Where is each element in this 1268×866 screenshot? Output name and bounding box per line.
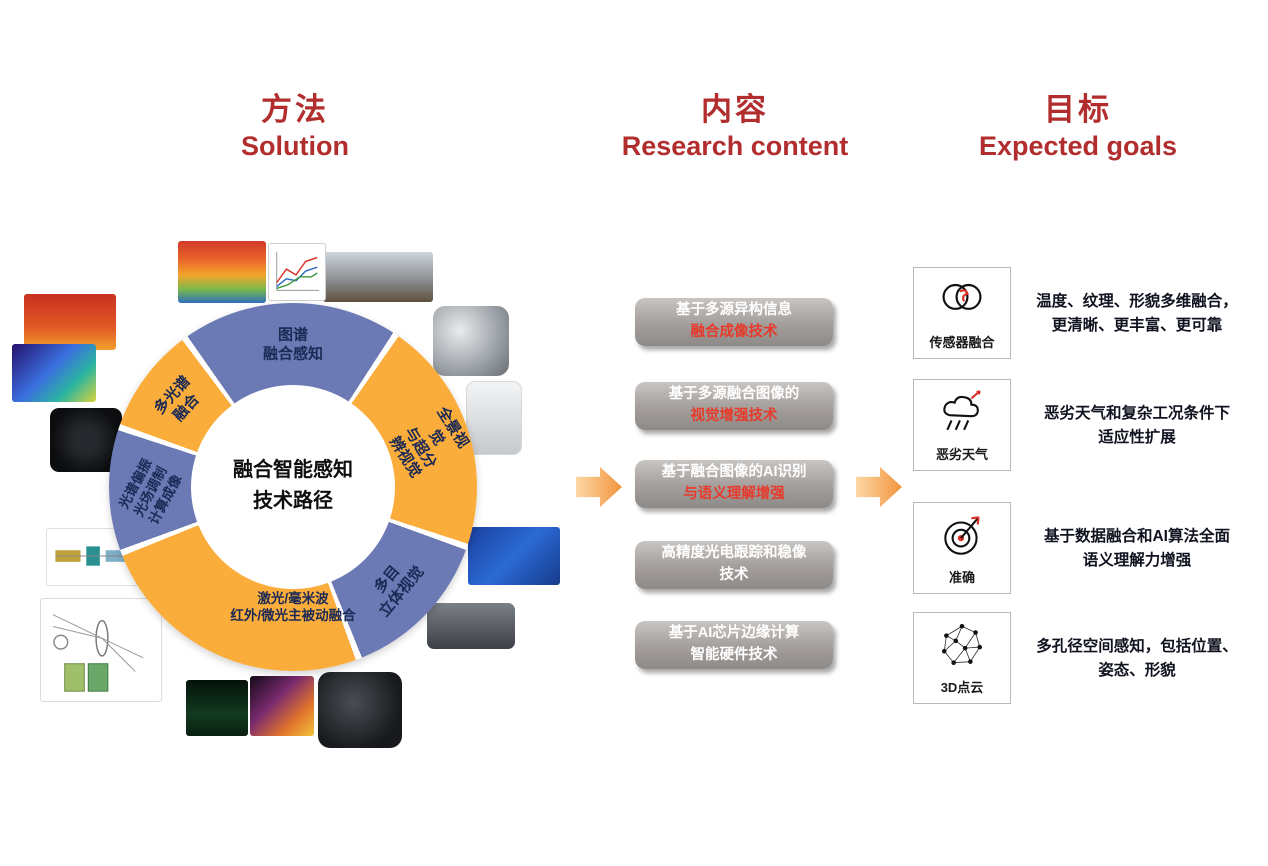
- goals-header-en: Expected goals: [978, 131, 1178, 161]
- research-box-line2: 智能硬件技术: [690, 647, 778, 663]
- research-box-line1: 高精度光电跟踪和稳像: [661, 545, 807, 562]
- gimbal-camera-photo: [318, 672, 402, 748]
- solution-header-en: Solution: [241, 131, 349, 161]
- wheel-hole: [191, 385, 395, 589]
- research-box-line1: 基于多源异构信息: [676, 302, 792, 319]
- content-header-en: Research content: [621, 131, 849, 161]
- research-box-edge-computing-hardware: 基于AI芯片边缘计算 智能硬件技术: [635, 621, 833, 669]
- ring-label-spectrum-fusion: 图谱 融合感知: [262, 326, 324, 362]
- goal-box-bad-weather: 恶劣天气: [913, 379, 1011, 471]
- night-vision-ship-photo: [186, 680, 248, 736]
- goals-header: 目标 Expected goals: [948, 84, 1208, 162]
- arrow-content-to-goals-icon: [856, 466, 902, 508]
- panorama-scene-photo: [323, 252, 433, 302]
- research-box-ai-recognition: 基于融合图像的AI识别 与语义理解增强: [635, 460, 833, 508]
- goal-box-label: 传感器融合: [929, 335, 995, 350]
- depth-blocks-photo: [468, 527, 560, 585]
- content-header: 内容 Research content: [595, 84, 875, 162]
- research-box-vision-enhancement: 基于多源融合图像的 视觉增强技术: [635, 382, 833, 430]
- research-box-line1: 基于AI芯片边缘计算: [668, 625, 800, 642]
- research-box-fusion-imaging: 基于多源异构信息 融合成像技术: [635, 298, 833, 346]
- goal-box-label: 恶劣天气: [935, 447, 988, 462]
- spectral-curves-photo: [268, 243, 326, 301]
- ring-label-laser-mmwave-fusion: 激光/毫米波 红外/微光主被动融合: [230, 591, 356, 623]
- research-box-line1: 基于融合图像的AI识别: [661, 464, 807, 481]
- research-box-tracking-stabilization: 高精度光电跟踪和稳像 技术: [635, 541, 833, 589]
- goal-text-accuracy: 基于数据融合和AI算法全面 语义理解力增强: [1043, 528, 1230, 570]
- goal-box-point-cloud: 3D点云: [913, 612, 1011, 704]
- solution-header-zh: 方法: [261, 92, 329, 127]
- thermal-apples-photo: [24, 294, 116, 350]
- goal-text-point-cloud: 多孔径空间感知，包括位置、 姿态、形貌: [1036, 638, 1238, 680]
- goal-box-sensor-fusion: 传感器融合: [913, 267, 1011, 359]
- goals-header-zh: 目标: [1044, 92, 1112, 127]
- research-box-line2: 视觉增强技术: [690, 408, 778, 424]
- point-cloud-icon: [942, 623, 982, 665]
- goal-box-label: 准确: [948, 570, 975, 585]
- optics-schematic-photo: [40, 598, 162, 702]
- omni-camera-photo: [433, 306, 509, 376]
- multispectral-cube-photo: [178, 241, 266, 303]
- goal-box-label: 3D点云: [940, 680, 984, 695]
- research-box-line2: 与语义理解增强: [683, 486, 785, 502]
- bad-weather-icon: [943, 390, 981, 431]
- wheel-center-title: 融合智能感知 技术路径: [233, 459, 353, 512]
- content-header-zh: 内容: [701, 92, 769, 127]
- solution-wheel: 融合智能感知 技术路径 图谱 融合感知 全景视觉 与超分辨视觉 多目 立体视觉 …: [109, 303, 477, 671]
- goal-box-accuracy: 准确: [913, 502, 1011, 594]
- goal-text-bad-weather: 恶劣天气和复杂工况条件下 适应性扩展: [1043, 405, 1230, 447]
- research-box-line1: 基于多源融合图像的: [668, 386, 800, 403]
- sensor-fusion-icon: [942, 283, 982, 310]
- solution-header: 方法 Solution: [175, 84, 415, 162]
- stereo-camera-photo: [427, 603, 515, 649]
- ptz-camera-photo: [466, 381, 522, 455]
- goal-text-sensor-fusion: 温度、纹理、形貌多维融合， 更清晰、更丰富、更可靠: [1036, 293, 1238, 335]
- research-box-line2: 融合成像技术: [690, 324, 778, 340]
- thermal-scene-photo: [12, 344, 96, 402]
- thermal-portrait-photo: [250, 676, 314, 736]
- target-accuracy-icon: [944, 516, 980, 555]
- research-box-line2: 技术: [719, 567, 749, 583]
- arrow-solution-to-content-icon: [576, 466, 622, 508]
